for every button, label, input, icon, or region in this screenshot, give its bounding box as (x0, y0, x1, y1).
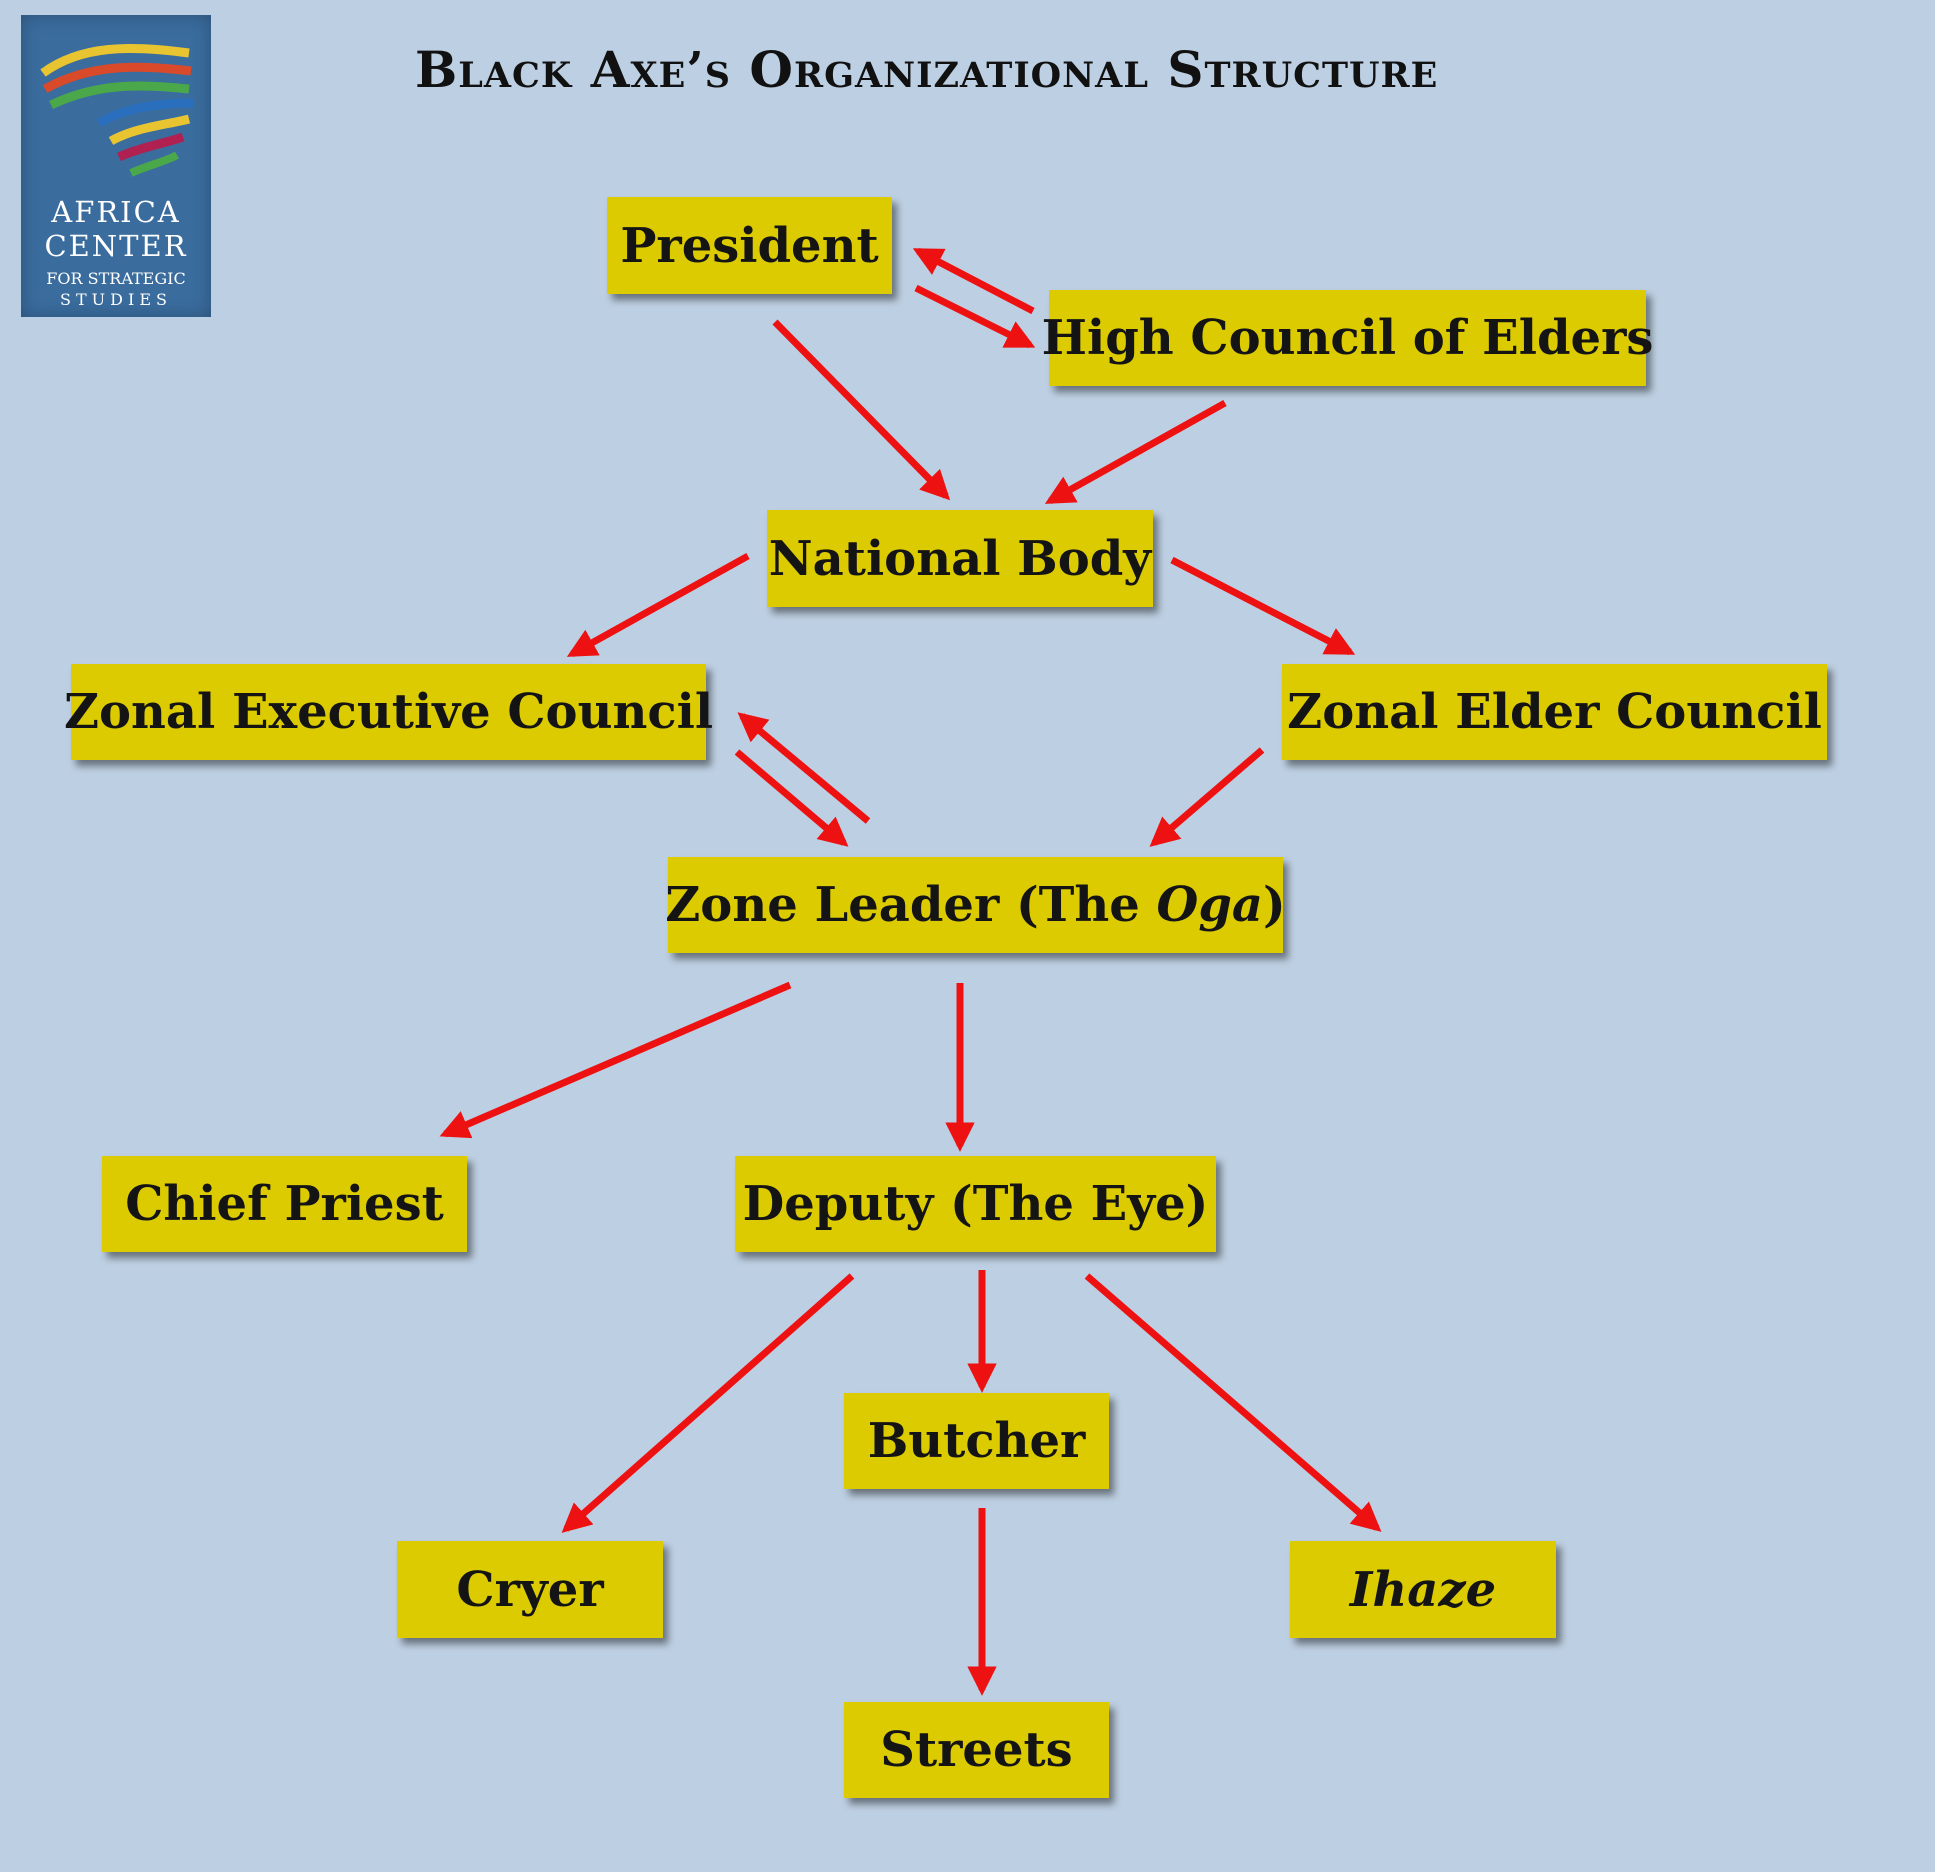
logo-text-line1: AFRICA (51, 195, 181, 229)
logo-stripe (96, 98, 194, 127)
node-butcher: Butcher (844, 1393, 1109, 1489)
node-ihaze: Ihaze (1290, 1541, 1556, 1638)
logo-text-line2: CENTER (44, 229, 188, 263)
node-national-body: National Body (767, 510, 1153, 607)
africa-center-logo: AFRICA CENTER FOR STRATEGIC STUDIES (21, 15, 211, 317)
node-deputy: Deputy (The Eye) (735, 1156, 1216, 1252)
logo-text-line3: FOR STRATEGIC (46, 269, 186, 288)
arrow-national-body-to-zonal-elder (1170, 556, 1356, 656)
node-zone-leader: Zone Leader (The Oga) (665, 857, 1286, 953)
arrow-zone-leader-to-zonal-exec (737, 712, 871, 824)
node-streets: Streets (844, 1702, 1109, 1798)
node-cryer: Cryer (397, 1541, 663, 1638)
logo-stripe (40, 43, 190, 77)
logo-stripe (42, 62, 192, 93)
node-zonal-elder-council: Zonal Elder Council (1282, 664, 1827, 760)
node-chief-priest: Chief Priest (102, 1156, 467, 1252)
arrow-high-council-to-national-body (1044, 399, 1227, 505)
arrow-president-to-high-council (914, 284, 1036, 349)
node-president: President (607, 197, 892, 294)
arrow-deputy-to-cryer (561, 1273, 855, 1533)
arrow-national-body-to-zonal-exec (566, 552, 750, 658)
arrow-president-to-national-body (772, 319, 951, 501)
zone-leader-close: ) (1263, 877, 1286, 933)
node-high-council-of-elders: High Council of Elders (1042, 290, 1653, 386)
logo-stripe (108, 114, 191, 145)
logo-stripe (49, 81, 190, 110)
arrow-deputy-to-ihaze (1084, 1273, 1382, 1532)
arrow-zonal-elder-to-zone-leader (1149, 747, 1265, 847)
zone-leader-label: Zone Leader (The (665, 877, 1157, 933)
arrow-zone-leader-to-chief-priest (439, 981, 792, 1139)
logo-text-line4: STUDIES (60, 290, 172, 309)
arrow-high-council-to-president (912, 247, 1035, 315)
node-zonal-executive-council: Zonal Executive Council (64, 664, 713, 760)
logo-stripe (117, 132, 185, 162)
arrow-zonal-exec-to-zone-leader (734, 749, 849, 847)
diagram-title: Black Axe’s Organizational Structure (415, 40, 1439, 99)
africa-map-icon (40, 43, 194, 177)
zone-leader-oga: Oga (1156, 877, 1264, 933)
logo-stripe (129, 151, 180, 177)
